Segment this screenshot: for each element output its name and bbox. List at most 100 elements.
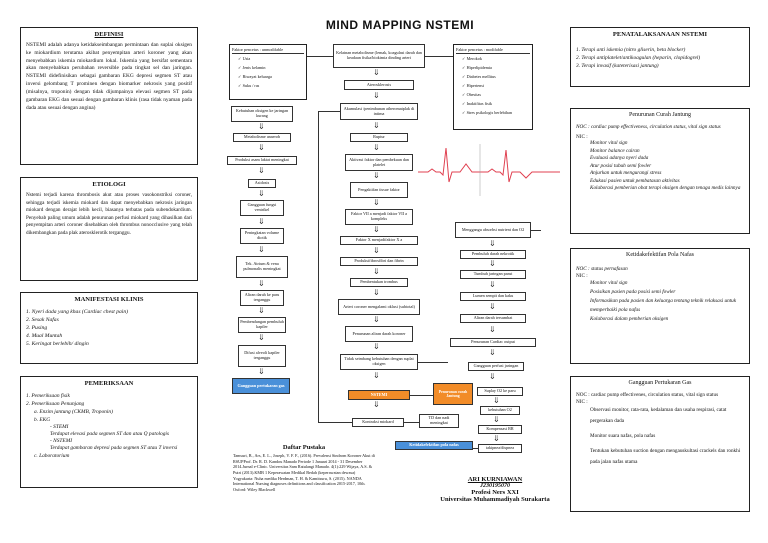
arrow-down-icon: ⇓ (493, 415, 500, 424)
pemeriksaan-item: - NSTEMI (50, 438, 73, 444)
pola-nafas-item: Kolaborasi dalam pemberian oksigen (590, 316, 669, 322)
gas-item: Tentukan kebutuhan suction dengan mengau… (590, 448, 741, 465)
pemeriksaan-item: - STEMI (50, 424, 69, 430)
penatalaksanaan-item: 1. Terapi anti iskemia (nitro gliserin, … (576, 47, 686, 53)
connector-line (404, 422, 419, 423)
flow-penurunan-aliran: Penurunan aliran darah koroner (345, 326, 413, 342)
arrow-down-icon: ⇓ (258, 245, 265, 254)
flow-absorbsi: Menggangu absorbsi nutrient dan O2 (455, 222, 531, 238)
pemeriksaan-item: Terdapat elevasi pada segmen ST dan atau… (50, 431, 169, 437)
curah-item: Atur posisi tubuh semi fowler (590, 162, 652, 169)
arrow-down-icon: ⇓ (373, 143, 380, 152)
flow-parut: Tumbuh jaringan parut (460, 270, 526, 279)
flow-tidak-seimbang: Tidak seimbang kebutuhan dengan suplai o… (340, 354, 418, 370)
flow-tissue: Pengaktifan tissue faktor (350, 182, 408, 198)
arrow-down-icon: ⇓ (373, 267, 380, 276)
curah-item: Evaluasi adanya nyeri dada (590, 155, 649, 161)
curah-item: Monitor vital sign (590, 140, 628, 146)
faktor-item: Merokok (462, 54, 530, 63)
gangguan-gas-box: Gangguan Pertukaran Gas NOC : cardiac pu… (570, 376, 750, 512)
page-title: MIND MAPPING NSTEMI (325, 18, 475, 32)
author-nim: J230195070 (480, 483, 510, 489)
label-penurunan-curah: Penurunan curah Jantung (433, 383, 473, 405)
flow-akumulasi: Akumulasi /penimbunan atheromatplak di i… (340, 103, 418, 120)
etiologi-text: Nstemi terjadi karena thrombosis akut at… (26, 192, 192, 236)
faktor-item: Hiperlipidemia (462, 63, 530, 72)
label-pola-nafas: Ketidakefektifan pola nafas (395, 441, 473, 450)
flow-nekrotik: Pembuluh darah nekrotik (460, 250, 526, 259)
pola-nafas-nic-label: NIC : (576, 272, 588, 279)
manifestasi-item: 1. Nyeri dada yang khas (Cardiac chest p… (26, 309, 129, 315)
flow-kelainan: Kelainan metabolisme (lemak, koagulasi d… (333, 44, 425, 68)
manifestasi-item: 5. Keringat berlebih/ dingin (26, 341, 89, 347)
connector-line (473, 448, 478, 449)
arrow-down-icon: ⇓ (258, 122, 265, 131)
ecg-waveform-icon (418, 142, 560, 198)
flow-faktor7: Faktor VII a menjadi faktor VII a komple… (345, 209, 413, 225)
arrow-down-icon: ⇓ (373, 68, 380, 77)
manifestasi-heading: MANIFESTASI KLINIS (74, 296, 144, 303)
arrow-down-icon: ⇓ (258, 306, 265, 315)
pemeriksaan-item: Terdapat gambaran depresi pada segmen ST… (50, 445, 178, 451)
flow-cardiac-output: Penurunan Cardiac output (450, 338, 536, 347)
flow-asam-laktat: Produksi asam laktat meningkat (227, 156, 297, 165)
curah-heading: Penurunan Curah Jantung (629, 112, 691, 118)
faktor-item: Hipertensi (462, 81, 530, 90)
etiologi-box: ETIOLOGI Nstemi terjadi karena thrombosi… (20, 177, 198, 281)
faktor-unmodifable-heading: Faktor pencetus : unmodifable (232, 47, 304, 54)
curah-noc: NOC : cardiac pump effectiveness, circul… (576, 124, 721, 130)
connector-line (531, 230, 541, 231)
arrow-down-icon: ⇓ (373, 171, 380, 180)
arrow-down-icon: ⇓ (258, 217, 265, 226)
arrow-down-icon: ⇓ (373, 400, 380, 409)
pola-nafas-noc: NOC : status pernafasan (576, 266, 628, 272)
connector-line (318, 111, 319, 422)
flow-tek-atrium: Tek. Atrium & vena pulmonalis meningkat (236, 256, 288, 278)
arrow-down-icon: ⇓ (373, 91, 380, 100)
flow-aliran-paru: Aliran darah ke paru terganggu (240, 290, 284, 306)
flow-nstemi: NSTEMI (348, 390, 410, 400)
arrow-down-icon: ⇓ (258, 166, 265, 175)
manifestasi-item: 4. Mual Muntah (26, 333, 63, 339)
arrow-down-icon: ⇓ (373, 225, 380, 234)
gas-noc: NOC : cardiac pump effectivenes, circula… (576, 392, 719, 398)
arrow-down-icon: ⇓ (489, 259, 496, 268)
definisi-heading: DEFINISI (94, 31, 124, 38)
faktor-item: Inaktifitas fisik (462, 99, 530, 108)
connector-line (307, 56, 333, 57)
curah-item: Edukasi pasien untuk pembatasan aktivita… (590, 177, 680, 184)
flow-td-nadi: TD dan nadi meningkat (419, 414, 459, 428)
flow-difusi: Difusi alveoli kapiler terganggu (238, 345, 286, 367)
manifestasi-item: 2. Sesak Nafas (26, 317, 59, 323)
author-program: Profesi Ners XXI (471, 489, 519, 496)
penatalaksanaan-item: 2. Terapi antiplatelet/antikoagulan (hep… (576, 55, 701, 61)
flow-kompensasi-rr: Kompensasi RR (478, 425, 522, 434)
author-name: ARI KURNIAWAN (467, 476, 523, 483)
arrow-down-icon: ⇓ (373, 342, 380, 351)
faktor-item: Jenis kelamin (238, 63, 304, 72)
arrow-down-icon: ⇓ (489, 302, 496, 311)
pemeriksaan-item: 2. Pemeriksaan Penunjang (26, 401, 85, 407)
pemeriksaan-heading: PEMERIKSAAN (84, 380, 134, 387)
pustaka-text: Tamsuri, B., Ars, E. L., Joseph, V. F. F… (233, 453, 375, 493)
faktor-unmodifable-box: Faktor pencetus : unmodifable Usia Jenis… (229, 44, 307, 100)
arrow-down-icon: ⇓ (489, 239, 496, 248)
author-university: Universitas Muhammadiyah Surakarta (440, 496, 550, 503)
flow-aterosklerosis: Aterosklerosis (344, 80, 414, 90)
manifestasi-item: 3. Pusing (26, 325, 48, 331)
arrow-down-icon: ⇓ (373, 121, 380, 130)
flow-anaerob: Metabolisme anaerob (233, 133, 291, 142)
gas-item: Monitor suara nafas, pola nafas (590, 433, 656, 439)
pustaka-heading: Daftar Pustaka (282, 444, 326, 451)
connector-line (418, 362, 448, 363)
curah-item: Monitor balance cairan (590, 147, 640, 154)
arrow-down-icon: ⇓ (489, 325, 496, 334)
flow-suplay-o2: Suplay O2 ke paru (477, 387, 523, 396)
flow-kebutuhan-o2: kebutuhan O2 (480, 406, 520, 415)
arrow-down-icon: ⇓ (489, 372, 496, 381)
flow-kebutuhan-oksigen: Kebutuhan oksigen ke jaringan kurang (231, 106, 293, 122)
connector-line (410, 395, 433, 396)
connector-line (318, 422, 352, 423)
curah-item: Anjurkan untuk mengurangi stress (590, 170, 662, 176)
curah-item: Kolaborasi pemberian obat terapi oksigen… (590, 185, 741, 191)
